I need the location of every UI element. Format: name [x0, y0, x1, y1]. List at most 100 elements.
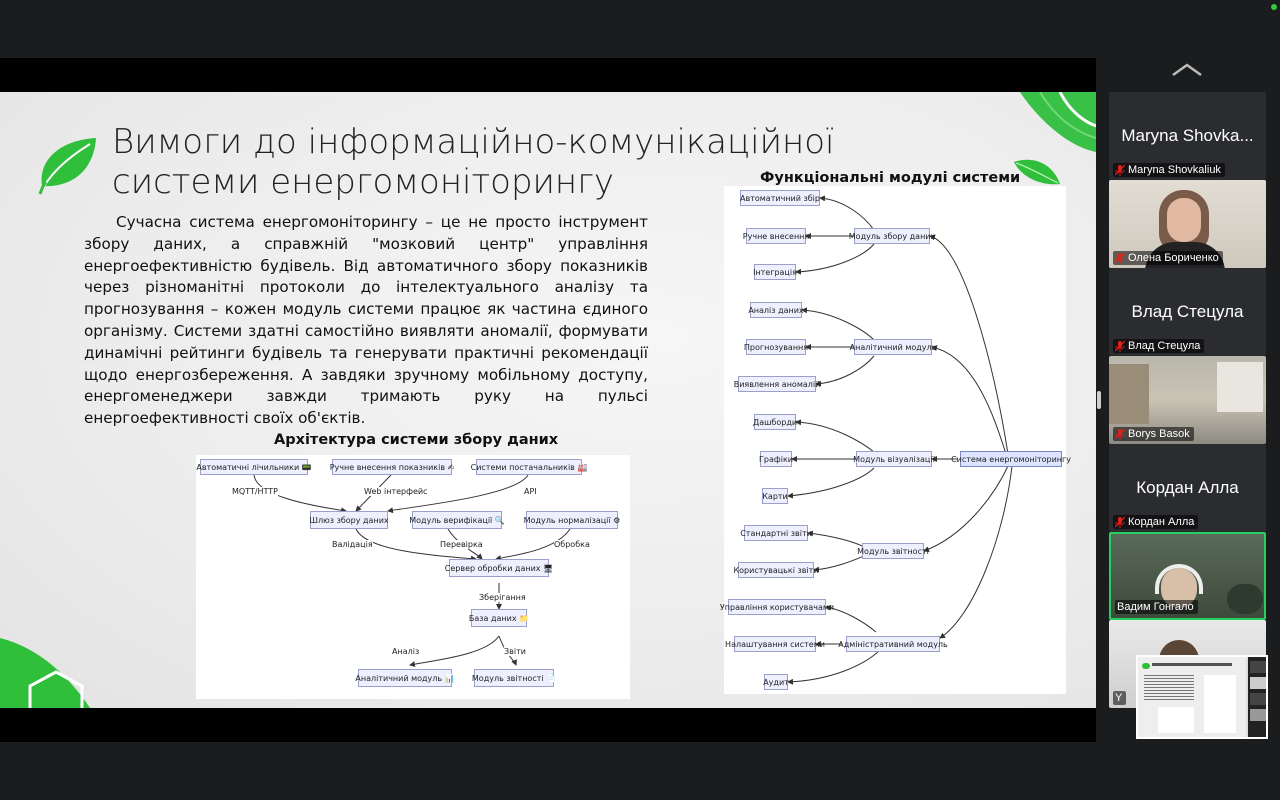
participant-big-name: Кордан Алла: [1136, 478, 1239, 497]
participant-tile[interactable]: Влад Стецула Влад Стецула: [1109, 268, 1266, 356]
small-leaf-icon: [1014, 159, 1060, 185]
module-item: Інтеграція: [753, 264, 797, 280]
edge-label-web: Web інтерфейс: [364, 487, 428, 496]
module-item: Аудит: [763, 674, 789, 690]
participant-tile[interactable]: Borys Basok: [1109, 356, 1266, 444]
slide-body-text: Сучасна система енергомоніторингу – це н…: [84, 213, 648, 428]
mic-muted-icon: [1115, 164, 1125, 176]
module-group-reports: Модуль звітності: [857, 543, 929, 559]
node-manual-input: Ручне внесення показників ✍: [330, 459, 454, 475]
mic-muted-icon: [1115, 340, 1125, 352]
module-item: Налаштування системи: [725, 636, 825, 652]
participant-big-name: Влад Стецула: [1131, 302, 1244, 321]
node-verification: Модуль верифікації 🔍: [409, 511, 505, 529]
edge-label-check: Перевірка: [440, 540, 483, 549]
avatar-face: [1167, 198, 1201, 242]
presentation-slide: Вимоги до інформаційно-комунікаційної си…: [0, 92, 1096, 708]
module-item: Користувацькі звіти: [733, 562, 819, 578]
thumbnail-leaf: [1142, 663, 1150, 669]
module-group-analytics: Аналітичний модуль: [850, 339, 936, 355]
module-item: Управління користувачами: [720, 599, 834, 615]
participant-name-label: Y: [1113, 691, 1127, 705]
edge-label-validation: Валідація: [332, 540, 373, 549]
thumbnail-diagram-right: [1204, 675, 1236, 733]
room-window: [1217, 362, 1263, 412]
module-group-admin: Адміністративний модуль: [838, 636, 948, 652]
node-analytics: Аналітичний модуль 📊: [355, 669, 455, 687]
corner-leaf-top-right-icon: [1020, 92, 1096, 152]
node-gateway: Шлюз збору даних: [309, 511, 389, 529]
mic-muted-icon: [1115, 252, 1125, 264]
slide-title: Вимоги до інформаційно-комунікаційної си…: [112, 122, 835, 202]
node-server: Сервер обробки даних 🖥: [445, 559, 553, 577]
participant-name: Maryna Shovkaliuk: [1128, 164, 1221, 176]
module-item: Ручне внесення: [743, 228, 809, 244]
participant-name: Кордан Алла: [1128, 516, 1195, 528]
thumbnail-panel-tile: [1250, 677, 1266, 689]
participant-big-name: Maryna Shovka...: [1121, 126, 1254, 145]
module-item: Карти: [762, 488, 788, 504]
edge-label-api: API: [524, 487, 537, 496]
screen-share-thumbnail[interactable]: [1136, 655, 1268, 739]
node-supplier-systems: Системи постачальників 🏭: [471, 459, 587, 475]
edge-label-processing: Обробка: [554, 540, 590, 549]
participant-tile[interactable]: Кордан Алла Кордан Алла: [1109, 444, 1266, 532]
central-system-node: Система енергомоніторингу: [951, 451, 1071, 467]
headphones: [1155, 564, 1203, 594]
thumbnail-panel-tile: [1250, 693, 1266, 705]
collapse-gallery-button[interactable]: [1171, 60, 1203, 80]
participant-name: Вадим Гонгало: [1117, 601, 1194, 613]
participant-name: Borys Basok: [1128, 428, 1190, 440]
thumbnail-text-block: [1144, 675, 1194, 701]
edge-label-storage: Зберігання: [479, 593, 526, 602]
thumbnail-diagram-left: [1158, 707, 1194, 733]
panel-resize-handle[interactable]: [1097, 391, 1101, 409]
chevron-up-icon: [1172, 63, 1202, 77]
thumbnail-title-line: [1152, 663, 1232, 666]
participant-name: Влад Стецула: [1128, 340, 1201, 352]
participant-name-label: Maryna Shovkaliuk: [1113, 163, 1225, 177]
mic-muted-icon: [1115, 516, 1125, 528]
node-auto-meters: Автоматичні лічильники 📟: [196, 459, 312, 475]
module-item: Графіки: [759, 451, 793, 467]
module-item: Прогнозування: [744, 339, 808, 355]
participant-name-label: Влад Стецула: [1113, 339, 1205, 353]
participant-name: Олена Бориченко: [1128, 252, 1219, 264]
edge-label-mqtt: MQTT/HTTP: [232, 487, 278, 496]
module-group-collection: Модуль збору даних: [849, 228, 935, 244]
thumbnail-panel-tile: [1250, 661, 1266, 673]
modules-diagram: Автоматичний збір Ручне внесення Інтегра…: [720, 186, 1071, 694]
edge-label-analysis: Аналіз: [392, 647, 420, 656]
participant-tile-active-speaker[interactable]: Вадим Гонгало: [1109, 532, 1266, 620]
thumbnail-panel-tile: [1250, 709, 1266, 721]
participant-name-label: Кордан Алла: [1113, 515, 1199, 529]
corner-leaf-bottom-left-icon: [0, 638, 90, 708]
shared-screen[interactable]: Вимоги до інформаційно-комунікаційної си…: [0, 58, 1096, 742]
modules-edges: [787, 195, 1013, 685]
participant-name-label: Borys Basok: [1113, 427, 1194, 441]
module-item: Виявлення аномалій: [734, 376, 820, 392]
modules-title: Функціональні модулі системи: [760, 170, 1021, 186]
edge-label-reports: Звіти: [504, 647, 526, 656]
node-reports: Модуль звітності 📄: [472, 669, 556, 687]
node-database: База даних 📁: [469, 609, 529, 627]
participant-tile[interactable]: Maryna Shovka... Maryna Shovkaliuk: [1109, 92, 1266, 180]
architecture-diagram: Автоматичні лічильники 📟 Ручне внесення …: [196, 455, 630, 699]
module-item: Дашборди: [753, 414, 797, 430]
participant-tile[interactable]: Олена Бориченко: [1109, 180, 1266, 268]
node-normalization: Модуль нормалізації ⚙: [524, 511, 620, 529]
architecture-title: Архітектура системи збору даних: [274, 432, 559, 448]
room-object: [1227, 584, 1263, 614]
module-item: Аналіз даних: [748, 302, 804, 318]
module-item: Автоматичний збір: [740, 190, 820, 206]
participant-name-label: Олена Бориченко: [1113, 251, 1223, 265]
room-shelf: [1109, 364, 1149, 424]
module-item: Стандартні звіти: [740, 525, 812, 541]
participant-name: Y: [1115, 692, 1123, 704]
participant-name-label: Вадим Гонгало: [1115, 600, 1198, 614]
title-leaf-icon: [38, 138, 96, 195]
mic-muted-icon: [1115, 428, 1125, 440]
recording-indicator: [1271, 4, 1277, 10]
module-group-visualization: Модуль візуалізації: [853, 451, 935, 467]
